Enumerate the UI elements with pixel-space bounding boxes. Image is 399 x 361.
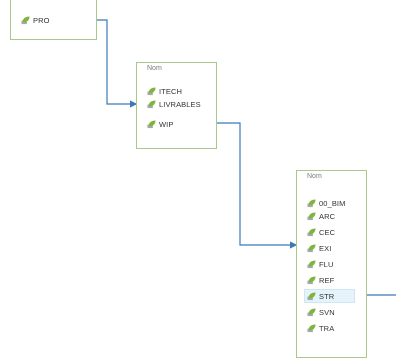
leaf-folder-icon bbox=[147, 119, 156, 128]
leaf-folder-icon bbox=[307, 198, 316, 207]
folder-item-wip[interactable]: WIP bbox=[147, 118, 173, 130]
leaf-folder-icon bbox=[307, 211, 316, 220]
folder-label: 00_BIM bbox=[319, 198, 346, 208]
leaf-folder-icon bbox=[147, 86, 156, 95]
folder-label: SVN bbox=[319, 307, 335, 317]
folder-label: STR bbox=[319, 291, 335, 301]
column-header-nom: Nom bbox=[307, 173, 322, 180]
panel-root: PRO bbox=[10, 0, 97, 40]
leaf-folder-icon bbox=[307, 307, 316, 316]
folder-label: EXI bbox=[319, 243, 332, 253]
panel-middle: Nom ITECH LIVRABLES WIP bbox=[136, 62, 217, 149]
leaf-folder-icon bbox=[307, 243, 316, 252]
folder-item-cec[interactable]: CEC bbox=[307, 226, 335, 238]
folder-label: FLU bbox=[319, 259, 334, 269]
leaf-folder-icon bbox=[307, 259, 316, 268]
folder-item-str[interactable]: STR bbox=[304, 289, 355, 303]
folder-item-exi[interactable]: EXI bbox=[307, 242, 331, 254]
folder-label: PRO bbox=[33, 15, 50, 25]
folder-label: LIVRABLES bbox=[159, 99, 201, 109]
folder-item-00-bim[interactable]: 00_BIM bbox=[307, 197, 345, 209]
folder-label: REF bbox=[319, 275, 335, 285]
folder-item-arc[interactable]: ARC bbox=[307, 210, 335, 222]
folder-item-livrables[interactable]: LIVRABLES bbox=[147, 98, 201, 110]
leaf-folder-icon bbox=[307, 323, 316, 332]
folder-item-flu[interactable]: FLU bbox=[307, 258, 333, 270]
folder-label: CEC bbox=[319, 227, 336, 237]
folder-label: TRA bbox=[319, 323, 335, 333]
leaf-folder-icon bbox=[307, 275, 316, 284]
folder-item-tra[interactable]: TRA bbox=[307, 322, 334, 334]
folder-label: ITECH bbox=[159, 86, 182, 96]
leaf-folder-icon bbox=[307, 291, 316, 300]
column-header-nom: Nom bbox=[147, 65, 162, 72]
leaf-folder-icon bbox=[147, 99, 156, 108]
folder-item-svn[interactable]: SVN bbox=[307, 306, 335, 318]
folder-item-itech[interactable]: ITECH bbox=[147, 85, 182, 97]
folder-label: ARC bbox=[319, 211, 336, 221]
leaf-folder-icon bbox=[21, 15, 30, 24]
folder-item-pro[interactable]: PRO bbox=[21, 14, 50, 26]
leaf-folder-icon bbox=[307, 227, 316, 236]
folder-item-ref[interactable]: REF bbox=[307, 274, 334, 286]
panel-right: Nom 00_BIM ARC CEC EXI FLU bbox=[296, 170, 367, 358]
folder-label: WIP bbox=[159, 119, 174, 129]
